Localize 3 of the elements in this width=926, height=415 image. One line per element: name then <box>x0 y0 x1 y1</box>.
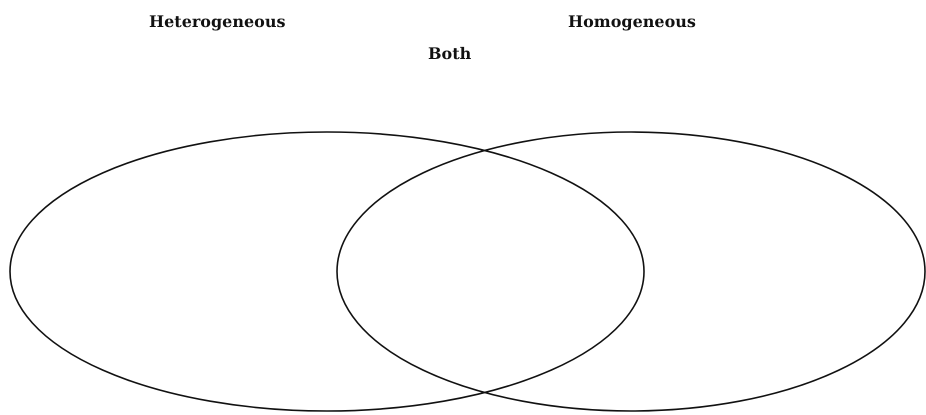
overlap-label: Both <box>428 44 472 64</box>
set-heading: Heterogeneous <box>149 12 286 32</box>
set-heading: Homogeneous <box>568 12 696 32</box>
